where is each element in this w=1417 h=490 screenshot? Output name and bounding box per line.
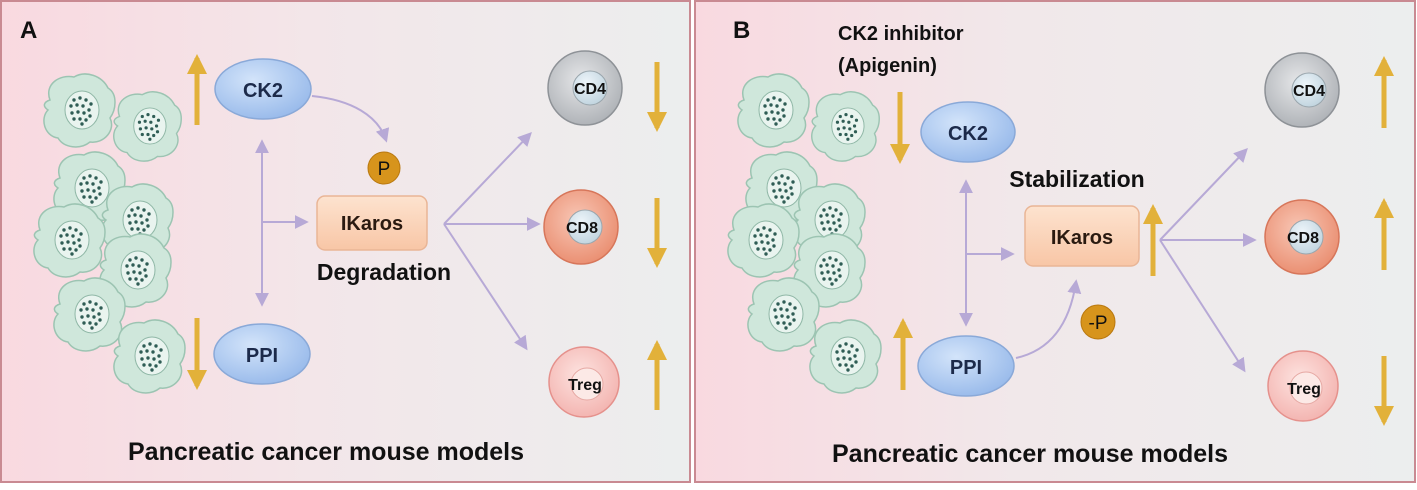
inhibitor-label-line2: (Apigenin) bbox=[838, 55, 937, 77]
tumor-cell bbox=[53, 277, 126, 352]
ikaros-node bbox=[316, 195, 428, 251]
ck2-label: CK2 bbox=[948, 123, 988, 145]
panel-a-caption: Pancreatic cancer mouse models bbox=[128, 438, 524, 466]
cd8-label: CD8 bbox=[1287, 230, 1319, 247]
ppi-label: PPI bbox=[950, 357, 982, 379]
cd8-label: CD8 bbox=[566, 220, 598, 237]
tumor-cell bbox=[737, 73, 810, 148]
cd4-nucleus bbox=[1291, 72, 1327, 108]
treg-nucleus bbox=[570, 367, 604, 401]
arrow-to-treg bbox=[1159, 239, 1246, 373]
ppi-node bbox=[213, 323, 311, 385]
arrow-to-cd4 bbox=[1159, 147, 1248, 241]
panel-a-label: A bbox=[20, 17, 37, 44]
ikaros-node bbox=[1024, 205, 1140, 267]
arrow-to-cd4 bbox=[443, 131, 532, 225]
ikaros-label: IKaros bbox=[1051, 227, 1113, 249]
cd4-label: CD4 bbox=[574, 81, 606, 98]
treg-nucleus bbox=[1289, 371, 1323, 405]
cd8-nucleus bbox=[567, 209, 603, 245]
ikaros-label: IKaros bbox=[341, 213, 403, 235]
inhibitor-label-line1: CK2 inhibitor bbox=[838, 23, 964, 45]
cd8-nucleus bbox=[1288, 219, 1324, 255]
tumor-cell bbox=[113, 319, 186, 394]
ck2-node bbox=[214, 58, 312, 120]
ppi-dephosphorylation-arrow bbox=[1015, 279, 1082, 359]
panel-a: A CK2 PPI P IKaros Degradation bbox=[0, 0, 691, 483]
panel-b-caption: Pancreatic cancer mouse models bbox=[832, 440, 1228, 468]
dephospho-badge bbox=[1080, 304, 1116, 340]
ck2-node bbox=[920, 101, 1016, 163]
panel-b: B CK2 inhibitor (Apigenin) CK2 PPI -P St… bbox=[694, 0, 1416, 483]
ck2-label: CK2 bbox=[243, 80, 283, 102]
dephospho-label: -P bbox=[1089, 313, 1108, 334]
tumor-cell bbox=[43, 73, 116, 148]
tumor-cell bbox=[811, 91, 880, 162]
phospho-badge bbox=[367, 151, 401, 185]
cd4-nucleus bbox=[572, 70, 608, 106]
panel-b-label: B bbox=[733, 17, 750, 44]
treg-label: Treg bbox=[1287, 381, 1321, 398]
tumor-cell bbox=[727, 203, 800, 278]
ppi-node bbox=[917, 335, 1015, 397]
tumor-cell bbox=[809, 319, 882, 394]
ck2-phosphorylation-arrow bbox=[311, 95, 390, 143]
tumor-cell bbox=[113, 91, 182, 162]
tumor-cell bbox=[33, 203, 106, 278]
stabilization-label: Stabilization bbox=[1009, 166, 1144, 192]
tumor-cell bbox=[747, 277, 820, 352]
cd4-label: CD4 bbox=[1293, 83, 1325, 100]
degradation-label: Degradation bbox=[317, 259, 451, 285]
phospho-label: P bbox=[378, 159, 391, 180]
ppi-label: PPI bbox=[246, 345, 278, 367]
arrow-to-treg bbox=[443, 223, 528, 351]
treg-label: Treg bbox=[568, 377, 602, 394]
